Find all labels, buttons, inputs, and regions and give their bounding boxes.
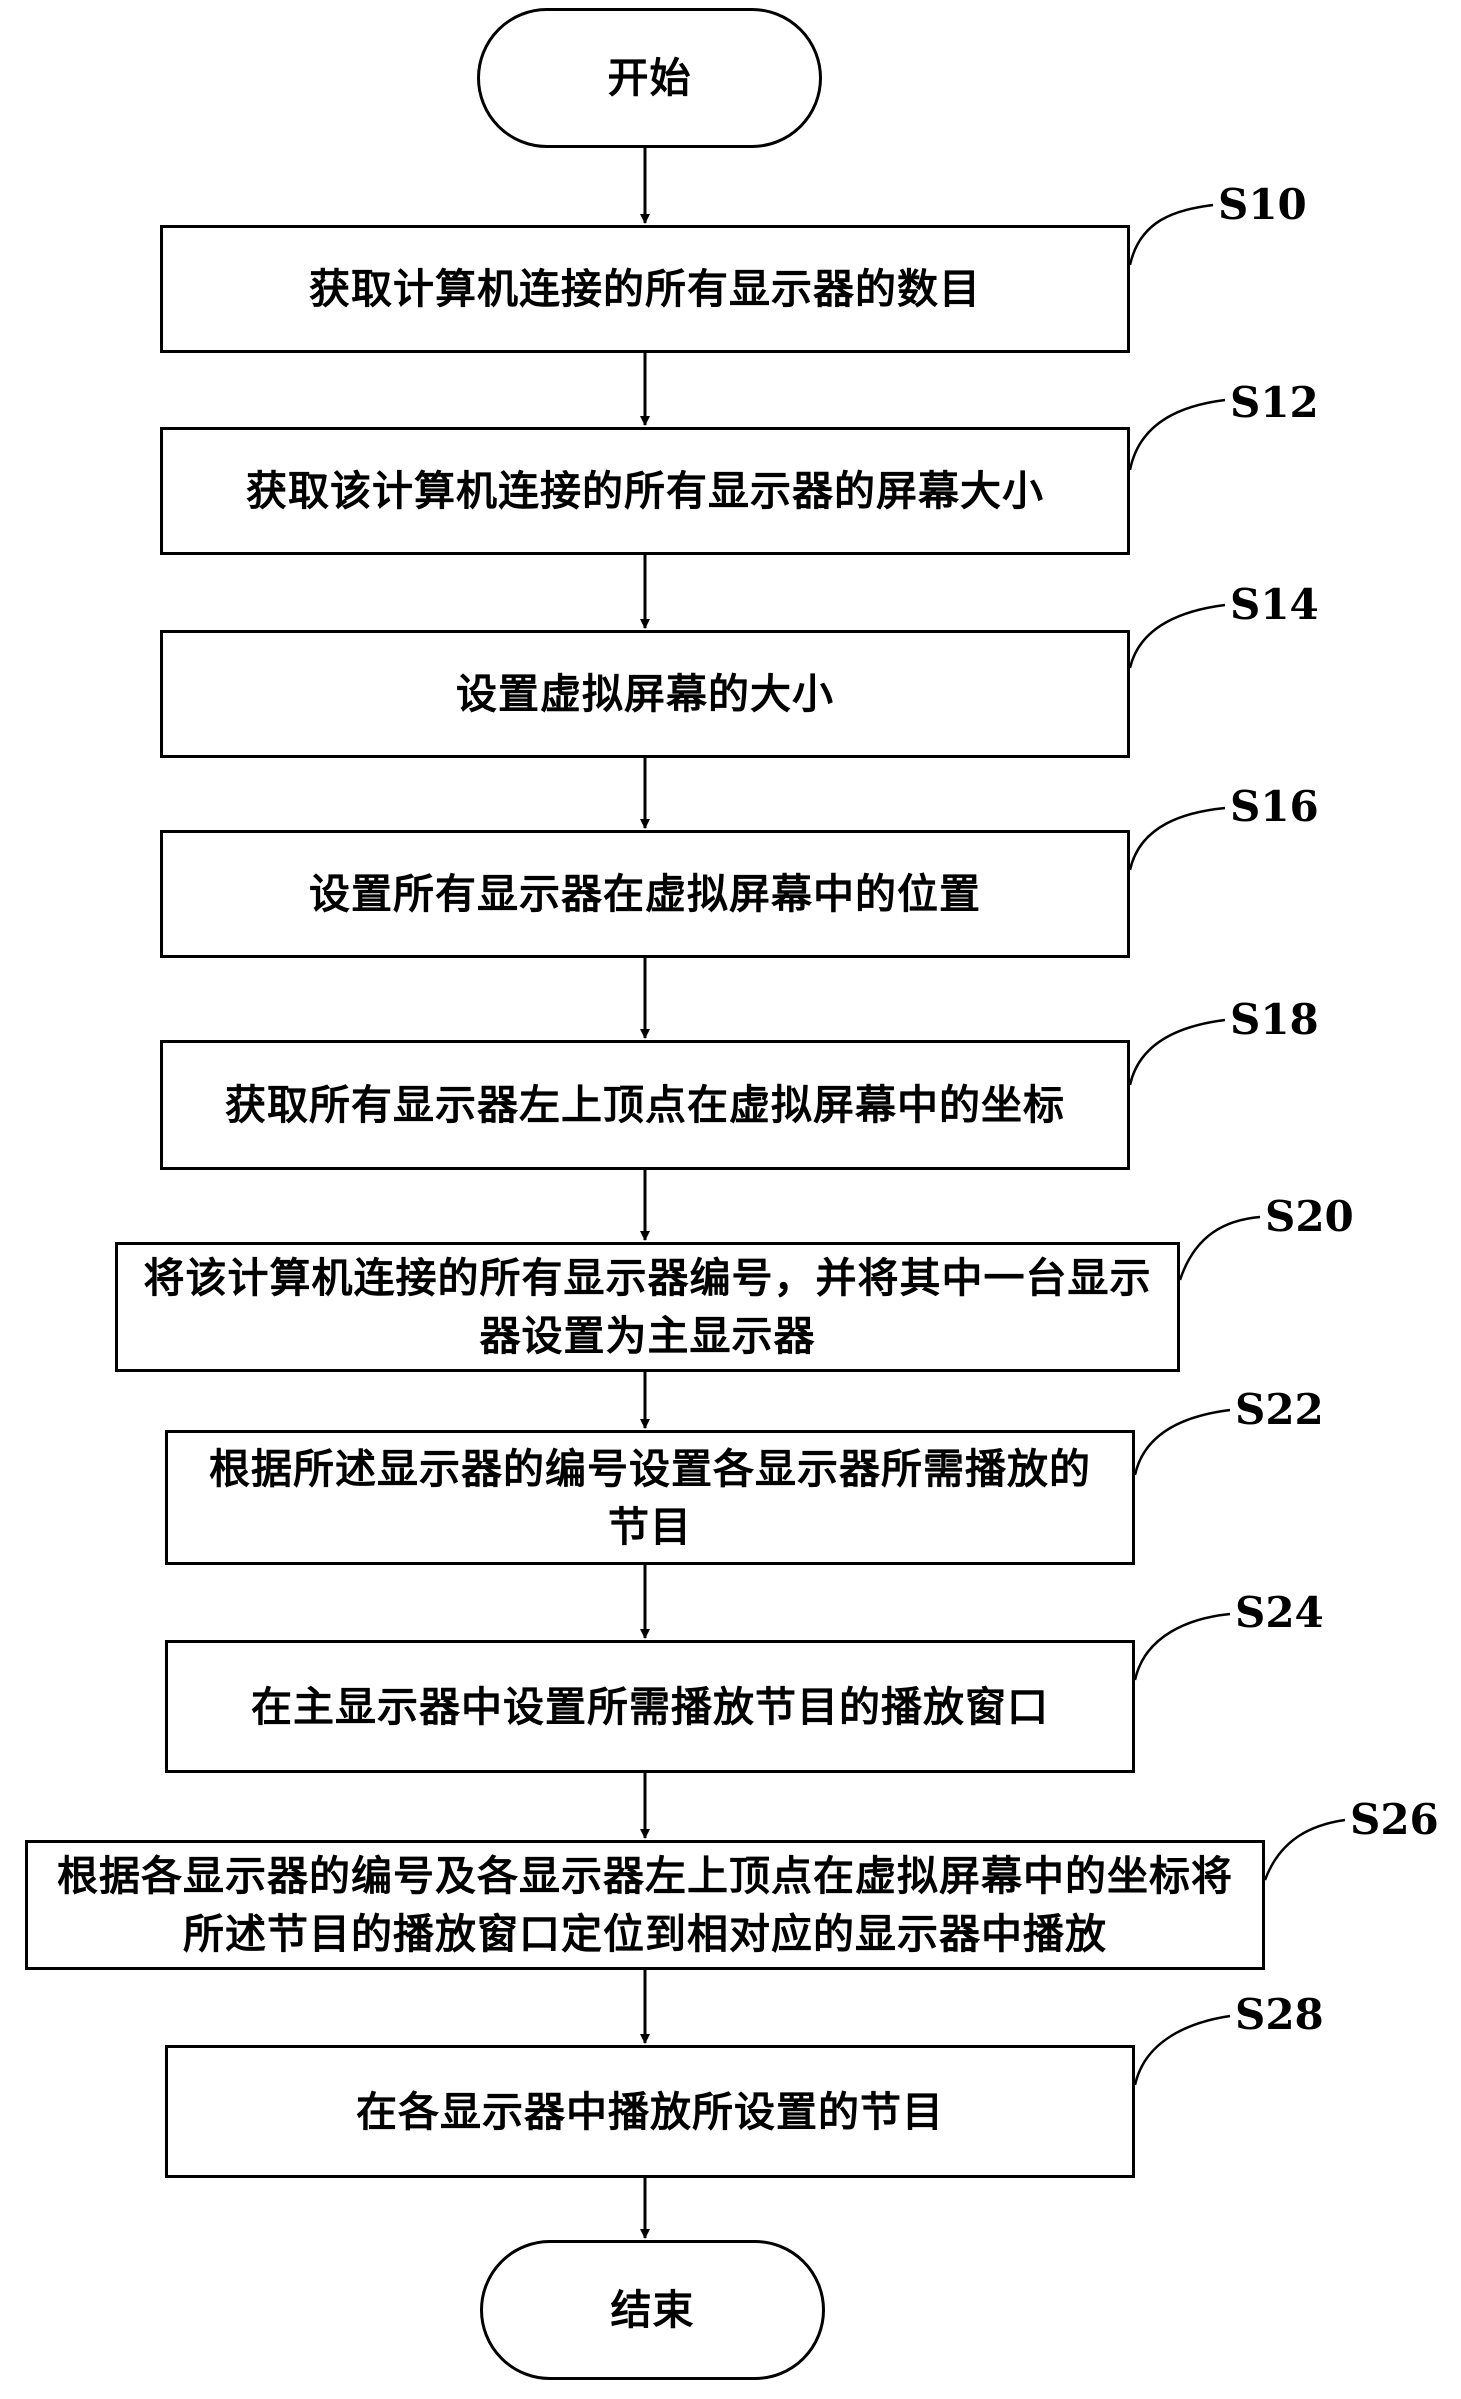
step-label-s18: S18 <box>1230 995 1319 1044</box>
step-box-s16: 设置所有显示器在虚拟屏幕中的位置 <box>160 830 1130 958</box>
step-box-s26: 根据各显示器的编号及各显示器左上顶点在虚拟屏幕中的坐标将所述节目的播放窗口定位到… <box>25 1840 1265 1970</box>
end-terminal: 结束 <box>480 2240 825 2380</box>
step-text-s26: 根据各显示器的编号及各显示器左上顶点在虚拟屏幕中的坐标将所述节目的播放窗口定位到… <box>57 1852 1233 1958</box>
step-label-s26: S26 <box>1350 1795 1439 1844</box>
callout-leader-10 <box>1133 2014 1231 2086</box>
callout-leader-8 <box>1133 1612 1231 1681</box>
step-text-s20: 将该计算机连接的所有显示器编号，并将其中一台显示器设置为主显示器 <box>143 1254 1152 1360</box>
step-box-s14: 设置虚拟屏幕的大小 <box>160 630 1130 758</box>
callout-leader-7 <box>1133 1408 1231 1476</box>
callout-leader-2 <box>1128 398 1226 471</box>
callout-leader-9 <box>1263 1818 1346 1881</box>
step-label-s16: S16 <box>1230 782 1319 831</box>
step-label-s28: S28 <box>1235 1990 1324 2039</box>
step-label-s14: S14 <box>1230 580 1319 629</box>
step-box-s20: 将该计算机连接的所有显示器编号，并将其中一台显示器设置为主显示器 <box>115 1242 1180 1372</box>
step-box-s12: 获取该计算机连接的所有显示器的屏幕大小 <box>160 427 1130 555</box>
start-label: 开始 <box>607 54 692 102</box>
step-box-s24: 在主显示器中设置所需播放节目的播放窗口 <box>165 1640 1135 1773</box>
step-text-s10: 获取计算机连接的所有显示器的数目 <box>309 265 981 313</box>
step-text-s22: 根据所述显示器的编号设置各显示器所需播放的节目 <box>209 1444 1091 1551</box>
step-text-s12: 获取该计算机连接的所有显示器的屏幕大小 <box>246 467 1044 515</box>
end-label: 结束 <box>610 2286 695 2334</box>
step-text-s24: 在主显示器中设置所需播放节目的播放窗口 <box>251 1682 1049 1731</box>
callout-leader-5 <box>1128 1018 1226 1086</box>
step-box-s28: 在各显示器中播放所设置的节目 <box>165 2045 1135 2178</box>
callout-leader-4 <box>1128 806 1226 871</box>
step-label-s24: S24 <box>1235 1588 1324 1637</box>
callout-leader-6 <box>1178 1215 1261 1281</box>
callout-leader-1 <box>1128 203 1214 266</box>
callout-leader-3 <box>1128 603 1226 669</box>
step-label-s20: S20 <box>1265 1192 1354 1241</box>
step-text-s28: 在各显示器中播放所设置的节目 <box>356 2087 944 2136</box>
step-box-s10: 获取计算机连接的所有显示器的数目 <box>160 225 1130 353</box>
step-box-s18: 获取所有显示器左上顶点在虚拟屏幕中的坐标 <box>160 1040 1130 1170</box>
step-box-s22: 根据所述显示器的编号设置各显示器所需播放的节目 <box>165 1430 1135 1565</box>
step-text-s16: 设置所有显示器在虚拟屏幕中的位置 <box>309 870 981 918</box>
step-text-s18: 获取所有显示器左上顶点在虚拟屏幕中的坐标 <box>225 1081 1065 1129</box>
step-label-s12: S12 <box>1230 378 1319 427</box>
step-text-s14: 设置虚拟屏幕的大小 <box>456 670 834 718</box>
start-terminal: 开始 <box>477 8 822 148</box>
step-label-s10: S10 <box>1218 180 1307 229</box>
step-label-s22: S22 <box>1235 1385 1324 1434</box>
